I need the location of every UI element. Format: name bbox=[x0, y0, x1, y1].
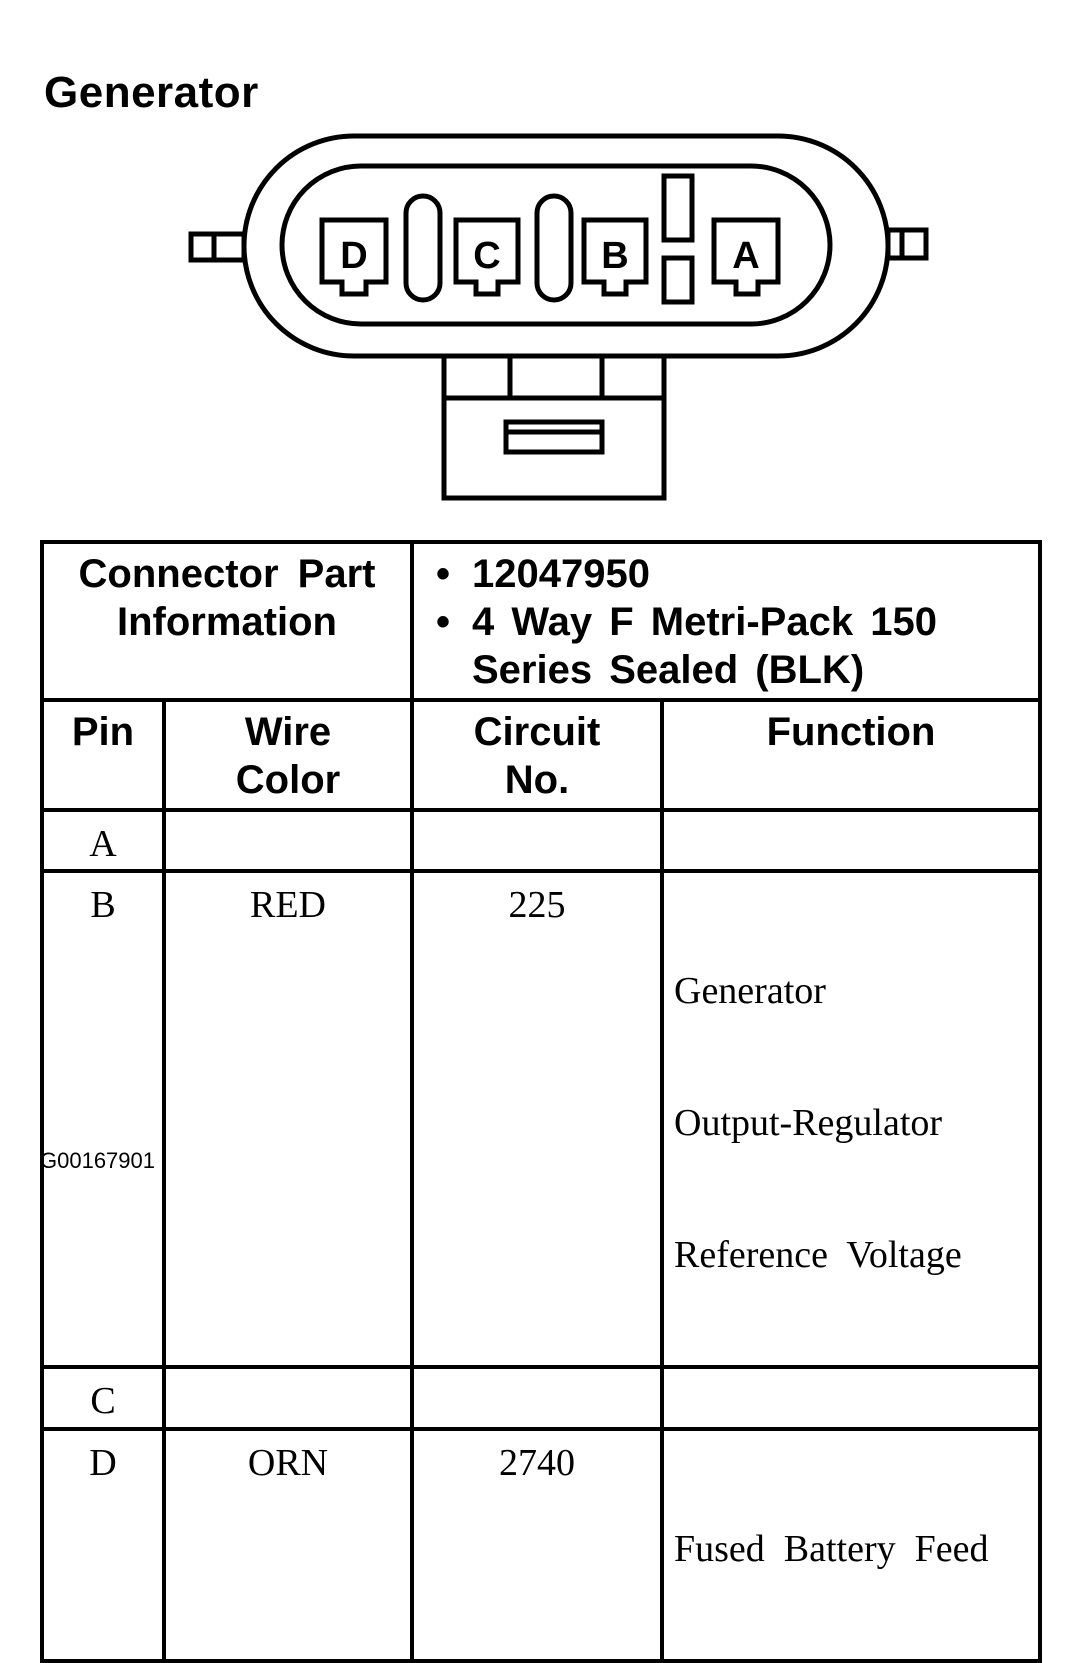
table-row: A bbox=[40, 808, 1042, 873]
column-header-pin: Pin bbox=[40, 698, 166, 812]
connector-info-table: Connector Part Information • 12047950 • 4 … bbox=[40, 540, 1042, 1663]
pin-cell: B bbox=[40, 869, 166, 1369]
connector-lock-slot bbox=[503, 419, 605, 455]
column-header-circuit-text: Circuit bbox=[473, 710, 601, 754]
key-rib-bottom bbox=[661, 255, 695, 305]
column-header-circuit-text: No. bbox=[504, 758, 570, 802]
generator-connector-diagram: D C B A bbox=[188, 133, 929, 501]
function-text: Reference Voltage bbox=[674, 1234, 962, 1276]
column-header-wire-color-text: Color bbox=[235, 758, 341, 802]
pin-label-b: B bbox=[601, 235, 628, 277]
bullet: • bbox=[436, 552, 451, 596]
function-text: Generator bbox=[674, 970, 826, 1012]
column-header-wire-color: Wire Color bbox=[162, 698, 414, 812]
connector-inner-shell bbox=[279, 163, 833, 327]
table-row: D ORN 2740 Fused Battery Feed bbox=[40, 1427, 1042, 1663]
wire-color-cell: ORN bbox=[162, 1427, 414, 1663]
function-text: Fused Battery Feed bbox=[674, 1528, 989, 1570]
wire-color-cell: RED bbox=[162, 869, 414, 1369]
column-header-function: Function bbox=[660, 698, 1042, 812]
function-cell bbox=[660, 808, 1042, 873]
left-latch-tab bbox=[188, 231, 247, 263]
separator-rib bbox=[534, 193, 574, 303]
part-info-label: Connector Part bbox=[78, 552, 376, 596]
part-number: 12047950 bbox=[472, 552, 650, 596]
right-latch-tab bbox=[885, 227, 929, 261]
function-text: Output-Regulator bbox=[674, 1102, 943, 1144]
part-description: Series Sealed (BLK) bbox=[472, 648, 865, 692]
column-header-wire-color-text: Wire bbox=[244, 710, 332, 754]
function-cell: Fused Battery Feed bbox=[660, 1427, 1042, 1663]
wire-color-cell bbox=[162, 808, 414, 873]
key-rib-top bbox=[661, 173, 695, 243]
table-row: B RED 225 Generator Output-Regulator Ref… bbox=[40, 869, 1042, 1369]
pin-cell: A bbox=[40, 808, 166, 873]
part-info-label-cell: Connector Part Information bbox=[40, 540, 414, 702]
pin-cavity-d bbox=[319, 217, 389, 297]
part-info-value-cell: • 12047950 • 4 Way F Metri-Pack 150 Series… bbox=[410, 540, 1042, 702]
pin-cavity-c bbox=[453, 217, 521, 297]
pin-label-d: D bbox=[340, 235, 367, 277]
circuit-cell: 225 bbox=[410, 869, 664, 1369]
circuit-cell bbox=[410, 1365, 664, 1431]
pin-cell: D bbox=[40, 1427, 166, 1663]
column-header-function-text: Function bbox=[766, 710, 936, 754]
separator-rib bbox=[403, 193, 443, 303]
circuit-cell: 2740 bbox=[410, 1427, 664, 1663]
diagram-title: Generator bbox=[44, 68, 259, 117]
pin-cavity-a bbox=[711, 217, 781, 297]
pin-cavity-b bbox=[581, 217, 649, 297]
wire-color-cell bbox=[162, 1365, 414, 1431]
function-cell bbox=[660, 1365, 1042, 1431]
column-header-pin-text: Pin bbox=[71, 710, 135, 754]
table-row: C bbox=[40, 1365, 1042, 1431]
column-header-circuit-no: Circuit No. bbox=[410, 698, 664, 812]
part-description: 4 Way F Metri-Pack 150 bbox=[472, 600, 937, 644]
pin-label-a: A bbox=[732, 235, 759, 277]
part-info-label: Information bbox=[117, 600, 337, 644]
function-cell: Generator Output-Regulator Reference Vol… bbox=[660, 869, 1042, 1369]
pin-cell: C bbox=[40, 1365, 166, 1431]
pin-label-c: C bbox=[473, 235, 500, 277]
figure-id: G00167901 bbox=[40, 1148, 155, 1173]
connector-bottom-body bbox=[441, 354, 667, 501]
circuit-cell bbox=[410, 808, 664, 873]
bullet: • bbox=[436, 600, 451, 644]
